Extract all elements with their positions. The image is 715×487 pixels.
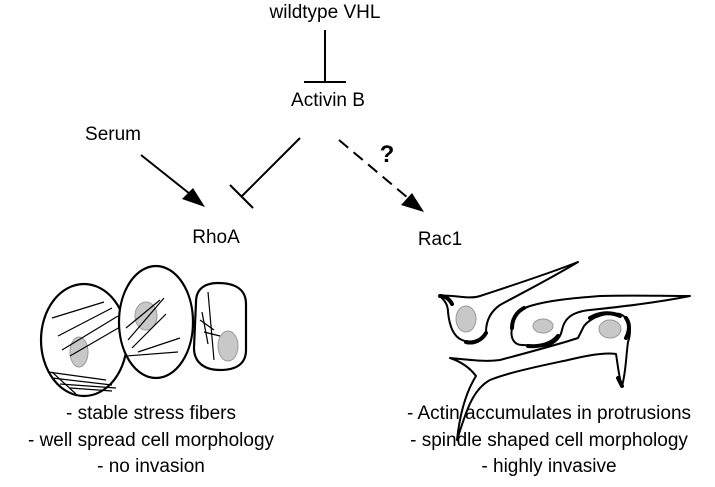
right-outcome-line-3: - highly invasive — [481, 456, 616, 477]
spindle-cell-middle — [510, 294, 691, 349]
cell-nucleus — [217, 330, 239, 362]
cell-nucleus — [455, 305, 477, 333]
node-rac1: Rac1 — [418, 229, 462, 250]
cell-nucleus — [598, 319, 622, 339]
edge-activin-to-rac1-dashed — [338, 139, 424, 212]
right-outcome-line-2: - spindle shaped cell morphology — [410, 430, 688, 451]
cell-nucleus — [532, 318, 554, 334]
cell-nucleus — [69, 336, 89, 368]
edge-vhl-inhibits-activin — [304, 30, 346, 83]
node-activin-b: Activin B — [291, 90, 365, 111]
node-wildtype-vhl: wildtype VHL — [269, 2, 381, 23]
left-outcome-line-2: - well spread cell morphology — [28, 430, 275, 451]
edge-serum-activates-rhoa — [140, 154, 205, 207]
right-outcome-line-1: - Actin accumulates in protrusions — [407, 403, 691, 424]
spindle-cells-illustration — [438, 261, 691, 441]
unknown-link-question-mark: ? — [380, 141, 395, 168]
spread-cell-left — [39, 282, 129, 398]
well-spread-cells-illustration — [39, 264, 248, 398]
spread-cell-right — [192, 281, 248, 372]
node-serum: Serum — [85, 124, 141, 145]
left-outcome-caption: - stable stress fibers - well spread cel… — [28, 403, 275, 477]
node-rhoa: RhoA — [192, 227, 240, 248]
cell-nucleus — [134, 301, 158, 331]
spindle-cell-bottom — [449, 311, 631, 441]
right-outcome-caption: - Actin accumulates in protrusions - spi… — [407, 403, 691, 477]
spread-cell-middle — [117, 264, 195, 380]
spindle-cell-top — [438, 261, 579, 345]
edge-activin-inhibits-rhoa — [229, 137, 301, 209]
left-outcome-line-3: - no invasion — [97, 456, 205, 477]
left-outcome-line-1: - stable stress fibers — [66, 403, 236, 424]
